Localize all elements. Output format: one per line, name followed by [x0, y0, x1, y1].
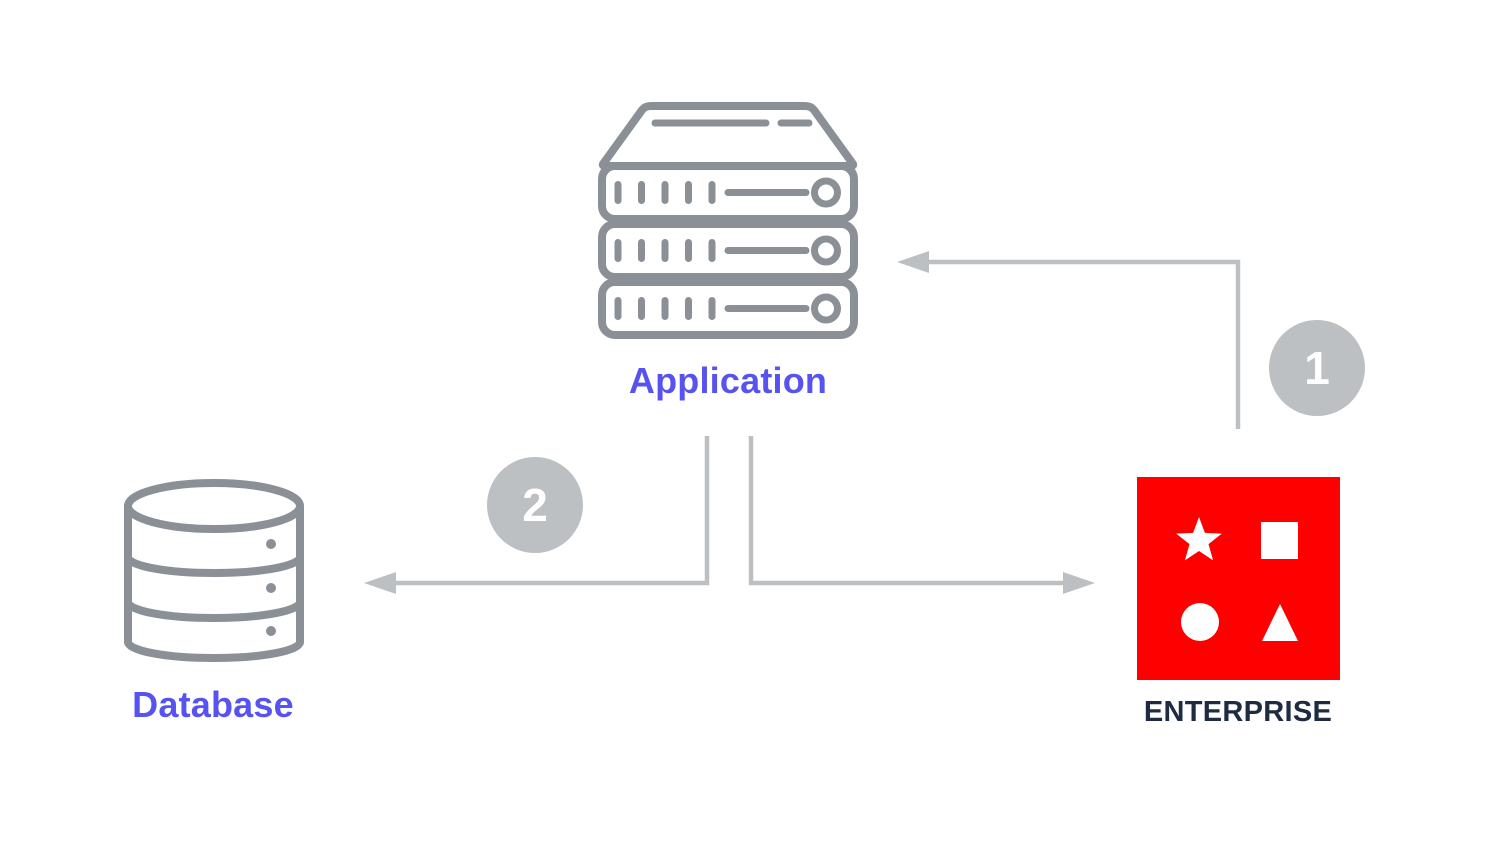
triangle-icon — [1262, 604, 1298, 641]
server-stack-icon — [598, 102, 858, 339]
step-2-number: 2 — [522, 479, 548, 531]
database-label: Database — [132, 684, 294, 725]
arrowhead-left-to-application — [897, 251, 929, 273]
circle-icon — [1181, 603, 1219, 641]
arrowhead-right-to-enterprise — [1063, 572, 1095, 594]
star-icon — [1176, 517, 1222, 561]
shapes-grid-icon — [1176, 517, 1298, 641]
application-label: Application — [628, 360, 828, 401]
arrowhead-left-to-database — [364, 572, 396, 594]
arrow-enterprise-to-application — [927, 259, 1241, 429]
step-2-badge: 2 — [487, 457, 583, 553]
step-1-badge: 1 — [1269, 320, 1365, 416]
enterprise-box — [1137, 477, 1340, 680]
database-cylinder-icon — [124, 479, 304, 662]
enterprise-label: ENTERPRISE — [1143, 696, 1333, 728]
arrow-application-to-enterprise — [748, 436, 1065, 586]
step-1-number: 1 — [1304, 342, 1330, 394]
square-icon — [1261, 522, 1298, 559]
